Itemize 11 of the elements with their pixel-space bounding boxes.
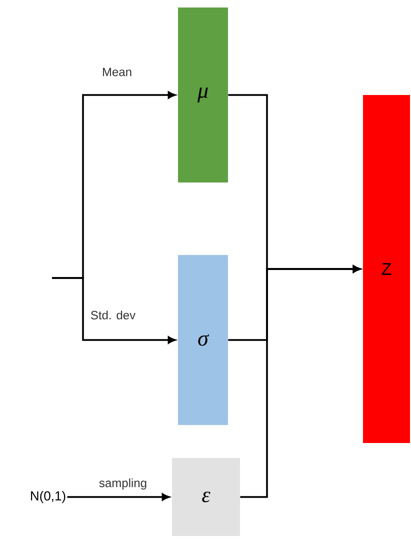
edge-label: Std. dev [89, 310, 137, 320]
arrow [52, 277, 176, 344]
latent-box: σ [178, 255, 228, 425]
edge-label: sampling [98, 477, 148, 491]
latent-box: ε [172, 458, 240, 536]
arrow [240, 265, 361, 498]
arrow [67, 493, 170, 501]
edge-label: Mean [101, 66, 133, 78]
input-text: N(0,1) [31, 490, 66, 504]
output-box: Z [363, 95, 410, 443]
latent-box: μ [178, 8, 228, 182]
